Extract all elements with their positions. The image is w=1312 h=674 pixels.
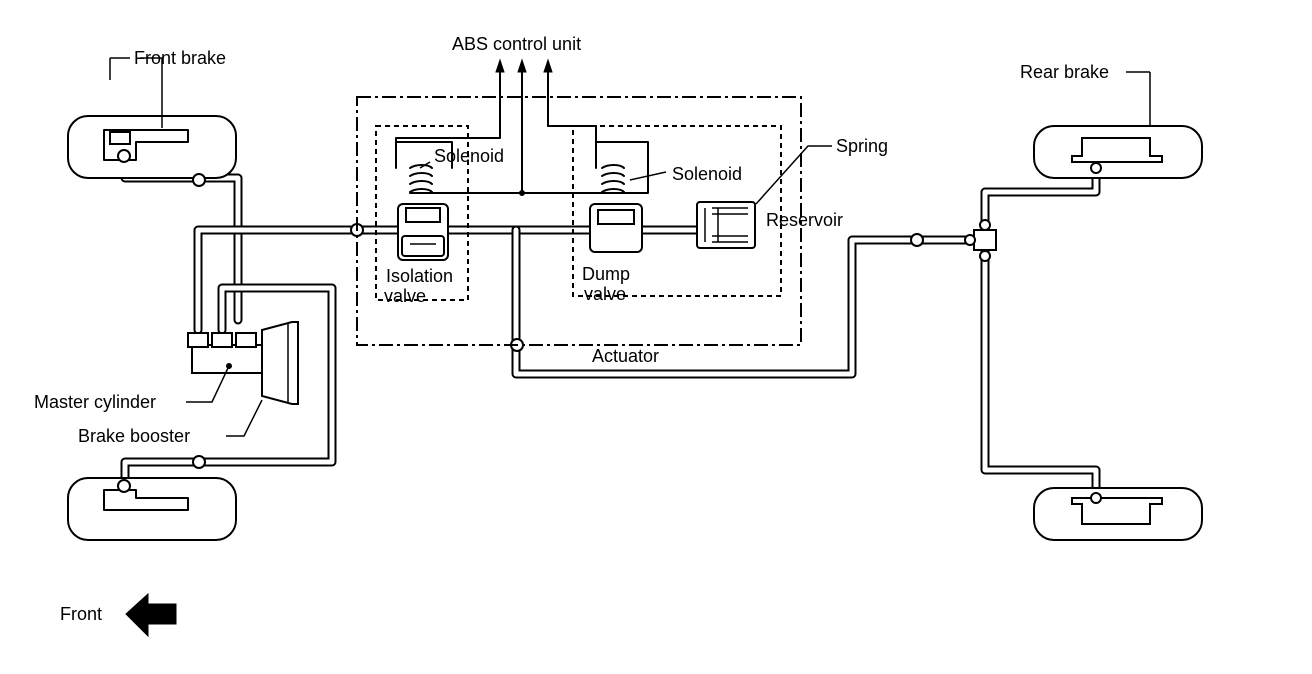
label-solenoid-right: Solenoid [672, 164, 742, 184]
leader-brake-booster [226, 399, 263, 437]
master-cylinder [187, 332, 265, 374]
label-isolation: Isolation [386, 266, 453, 286]
leader-master-cylinder [186, 367, 229, 403]
front-left-lower-brake [67, 477, 237, 541]
label-dump: Dump [582, 264, 630, 284]
label-rear-brake: Rear brake [1020, 62, 1109, 82]
actuator-housing [356, 96, 802, 346]
label-front: Front [60, 604, 102, 624]
label-actuator: Actuator [592, 346, 659, 366]
dump-valve [572, 125, 782, 297]
label-isolation-valve: valve [384, 286, 426, 306]
fitting-joint [192, 173, 206, 187]
brake-booster [261, 321, 299, 405]
fitting-joint [192, 455, 206, 469]
fitting-joint [910, 233, 924, 247]
label-solenoid-left: Solenoid [434, 146, 504, 166]
rear-tee-junction [964, 219, 997, 262]
rear-upper-brake [1033, 125, 1203, 179]
rear-lower-brake [1033, 487, 1203, 541]
front-left-upper-brake [67, 115, 237, 179]
label-brake-booster: Brake booster [78, 426, 190, 446]
label-dump-valve: valve [584, 284, 626, 304]
label-spring: Spring [836, 136, 888, 156]
label-abs-control-unit: ABS control unit [452, 34, 581, 54]
leader-front-brake-to-caliper [140, 57, 163, 128]
label-front-brake: Front brake [134, 48, 226, 68]
leader-solenoid-left [419, 161, 431, 169]
label-master-cylinder: Master cylinder [34, 392, 156, 412]
isolation-valve [375, 125, 469, 301]
leader-solenoid-right [629, 171, 667, 181]
label-reservoir: Reservoir [766, 210, 843, 230]
arrow-left-icon [125, 592, 177, 638]
leader-spring [755, 145, 832, 205]
control-wiring [395, 58, 649, 196]
reservoir [696, 201, 756, 249]
